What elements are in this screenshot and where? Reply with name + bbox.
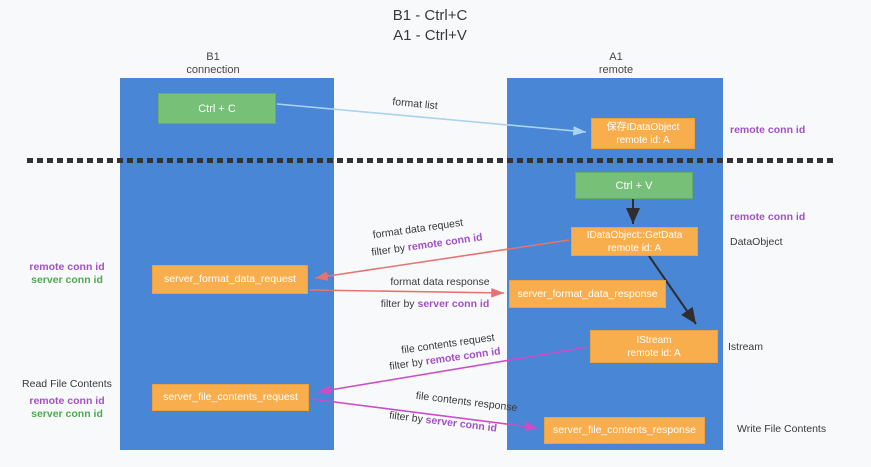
- node-getdata-line1: IDataObject::GetData: [586, 229, 683, 241]
- label-format-data-response: format data response: [390, 276, 490, 288]
- filter-by-text: filter by: [380, 298, 418, 310]
- title-line-1: B1 - Ctrl+C: [392, 7, 468, 24]
- right-label-dataobject: DataObject: [730, 236, 783, 248]
- node-istream: IStream remote id: A: [590, 330, 718, 363]
- node-format-response-label: server_format_data_response: [517, 287, 658, 300]
- label-filter-by-server-1: filter by server conn id: [375, 298, 495, 311]
- column-a1-name: A1: [609, 51, 623, 63]
- title-line-2: A1 - Ctrl+V: [393, 27, 467, 44]
- node-save-idataobject-line1: 保存IDataObject: [606, 121, 680, 133]
- server-conn-id-text: server conn id: [417, 298, 490, 310]
- page-title: B1 - Ctrl+C A1 - Ctrl+V: [300, 6, 560, 46]
- label-format-list: format list: [391, 95, 439, 113]
- node-server-format-data-request: server_format_data_request: [152, 265, 308, 294]
- node-ctrl-c-label: Ctrl + C: [198, 102, 236, 115]
- node-server-format-data-response: server_format_data_response: [509, 280, 666, 308]
- arrow-format-data-response: [309, 288, 505, 298]
- node-ctrl-v: Ctrl + V: [575, 172, 693, 199]
- node-save-idataobject: 保存IDataObject remote id: A: [591, 118, 695, 149]
- column-a1-subtitle: remote: [598, 64, 634, 76]
- node-server-file-contents-response: server_file_contents_response: [544, 417, 705, 444]
- column-b1-name: B1: [206, 51, 220, 63]
- column-b1-subtitle: connection: [186, 64, 240, 76]
- left-server-conn-id-2: server conn id: [31, 408, 103, 420]
- dashed-separator-line: [27, 158, 833, 163]
- server-conn-id-text: server conn id: [424, 413, 498, 435]
- left-label-read-file-contents-group: Read File Contents remote conn id server…: [12, 378, 122, 421]
- node-getdata-line2: remote id: A: [607, 242, 662, 254]
- left-remote-conn-id-1: remote conn id: [29, 261, 105, 273]
- filter-by-text: filter by: [370, 241, 409, 259]
- node-save-idataobject-line2: remote id: A: [616, 134, 670, 146]
- filter-by-text: filter by: [388, 409, 427, 426]
- node-file-response-label: server_file_contents_response: [552, 424, 696, 436]
- node-istream-line2: remote id: A: [627, 347, 681, 359]
- node-server-file-contents-request: server_file_contents_request: [152, 384, 309, 411]
- left-remote-conn-id-2: remote conn id: [29, 395, 105, 407]
- left-server-conn-id-1: server conn id: [31, 274, 103, 286]
- node-ctrl-c: Ctrl + C: [158, 93, 276, 124]
- node-idataobject-getdata: IDataObject::GetData remote id: A: [571, 227, 698, 256]
- right-label-remote-conn-id-2: remote conn id: [730, 211, 806, 223]
- node-istream-line1: IStream: [636, 334, 672, 346]
- node-format-request-label: server_format_data_request: [164, 273, 296, 285]
- left-label-conn-ids-1: remote conn id server conn id: [12, 261, 122, 287]
- right-label-write-file-contents: Write File Contents: [737, 423, 827, 435]
- column-header-a1: A1 remote: [556, 51, 676, 77]
- node-file-request-label: server_file_contents_request: [163, 391, 298, 403]
- right-label-remote-conn-id-1: remote conn id: [730, 124, 806, 136]
- node-ctrl-v-label: Ctrl + V: [615, 179, 653, 192]
- column-header-b1: B1 connection: [153, 51, 273, 77]
- left-read-file-contents: Read File Contents: [22, 378, 112, 390]
- right-label-istream: Istream: [728, 341, 764, 353]
